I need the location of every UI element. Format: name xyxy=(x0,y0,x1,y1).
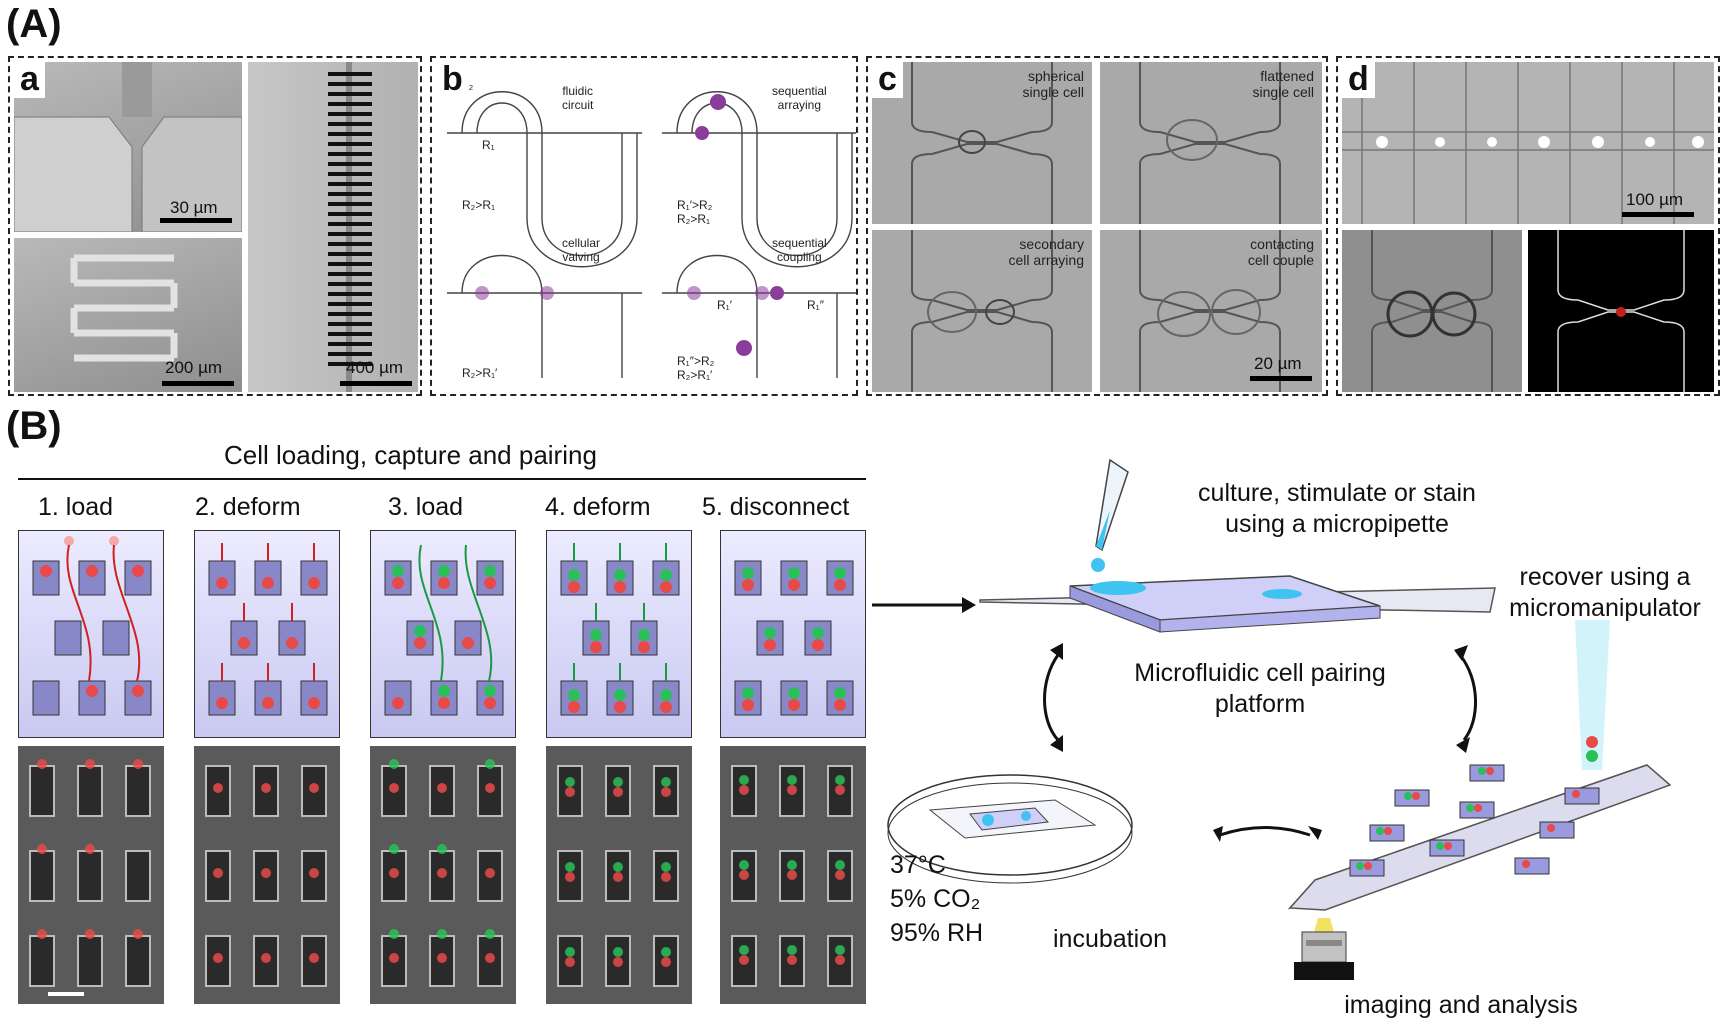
micro-fluorescence-pair xyxy=(1528,230,1714,392)
label-contacting: contacting cell couple xyxy=(1247,236,1314,268)
condition-temperature: 37°C xyxy=(890,851,946,879)
schematic-step-1 xyxy=(18,530,164,738)
node-r1p: R₁′ xyxy=(717,298,732,312)
panel-c-label: c xyxy=(872,60,903,98)
step-5-label: 5. disconnect xyxy=(702,493,850,521)
step-3-label: 3. load xyxy=(388,493,464,521)
panel-d-label: d xyxy=(1342,60,1375,98)
scale-label-20: 20 µm xyxy=(1254,354,1302,373)
scale-label-200: 200 µm xyxy=(165,358,223,377)
scalebar-30 xyxy=(160,218,232,223)
circuit-4-relation: R₁″>R₂ R₂>R₁′ xyxy=(677,354,715,382)
scale-label-100: 100 µm xyxy=(1626,190,1684,209)
incubation-conditions: 37°C 5% CO₂ 95% RH xyxy=(890,848,983,950)
scalebar-400 xyxy=(340,381,412,386)
schematic-step-4 xyxy=(546,530,692,738)
step-1-label: 1. load xyxy=(38,493,114,521)
imaging-text: imaging and analysis xyxy=(1344,991,1578,1019)
section-b-label: (B) xyxy=(6,404,62,448)
panel-c: c spherical single cell flattened single… xyxy=(866,56,1328,396)
scale-label-400: 400 µm xyxy=(346,358,404,377)
circuit-3-title: cellular valving xyxy=(562,236,601,264)
label-flattened: flattened single cell xyxy=(1252,68,1314,100)
circuit-3-relation: R₂>R₁′ xyxy=(462,366,498,380)
micro-contacting xyxy=(1100,230,1322,392)
photo-step-4 xyxy=(546,746,692,1004)
panel-b-label: b xyxy=(436,60,469,98)
label-spherical: spherical single cell xyxy=(1022,68,1084,100)
step-4-label: 4. deform xyxy=(545,493,651,521)
scalebar-20 xyxy=(1250,376,1312,381)
panel-d: d 100 µm xyxy=(1336,56,1720,396)
circuit-1-relation: R₂>R₁ xyxy=(462,198,496,212)
photo-step-1 xyxy=(18,746,164,1004)
schematic-step-5 xyxy=(720,530,866,738)
condition-co2: 5% CO₂ xyxy=(890,885,981,913)
condition-humidity: 95% RH xyxy=(890,919,984,947)
circuit-2-relation: R₁′>R₂ R₂>R₁ xyxy=(677,198,713,226)
recover-text: recover using a micromanipulator xyxy=(1509,563,1701,622)
scalebar-100 xyxy=(1622,212,1694,217)
platform-name: Microfluidic cell pairing platform xyxy=(1134,659,1386,718)
micro-spherical xyxy=(872,62,1092,224)
step-2-label: 2. deform xyxy=(195,493,301,521)
node-r1: R₁ xyxy=(482,138,495,152)
platform-diagram xyxy=(872,458,1672,980)
section-a-label: (A) xyxy=(6,2,62,46)
scale-label-30: 30 µm xyxy=(170,198,218,217)
sem-constriction-image xyxy=(14,62,242,232)
schematic-step-3 xyxy=(370,530,516,738)
panel-b: b fluidic circuit xyxy=(430,56,858,396)
circuit-2-title: sequential arraying xyxy=(772,84,827,112)
sem-serpentine-image xyxy=(14,238,242,392)
label-secondary: secondary cell arraying xyxy=(1008,236,1084,268)
panel-a: a 30 µm 200 µm xyxy=(8,56,422,396)
workflow-header: Cell loading, capture and pairing xyxy=(224,440,597,470)
micro-brightfield-pair xyxy=(1342,230,1522,392)
photo-step-2 xyxy=(194,746,340,1004)
sem-array-image xyxy=(248,62,418,392)
circuit-4-title: sequential coupling xyxy=(772,236,827,264)
incubation-text: incubation xyxy=(1053,925,1167,953)
scalebar-200 xyxy=(162,381,234,386)
culture-text: culture, stimulate or stain using a micr… xyxy=(1198,479,1476,538)
workflow-header-rule xyxy=(18,478,866,480)
photo-step-5 xyxy=(720,746,866,1004)
photo-step-3 xyxy=(370,746,516,1004)
schematic-step-2 xyxy=(194,530,340,738)
circuit-1-title: fluidic circuit xyxy=(562,84,594,112)
micro-secondary xyxy=(872,230,1092,392)
node-r1pp: R₁″ xyxy=(807,298,824,312)
panel-a-label: a xyxy=(14,60,45,98)
micro-flattened xyxy=(1100,62,1322,224)
micro-array-overview xyxy=(1342,62,1714,224)
